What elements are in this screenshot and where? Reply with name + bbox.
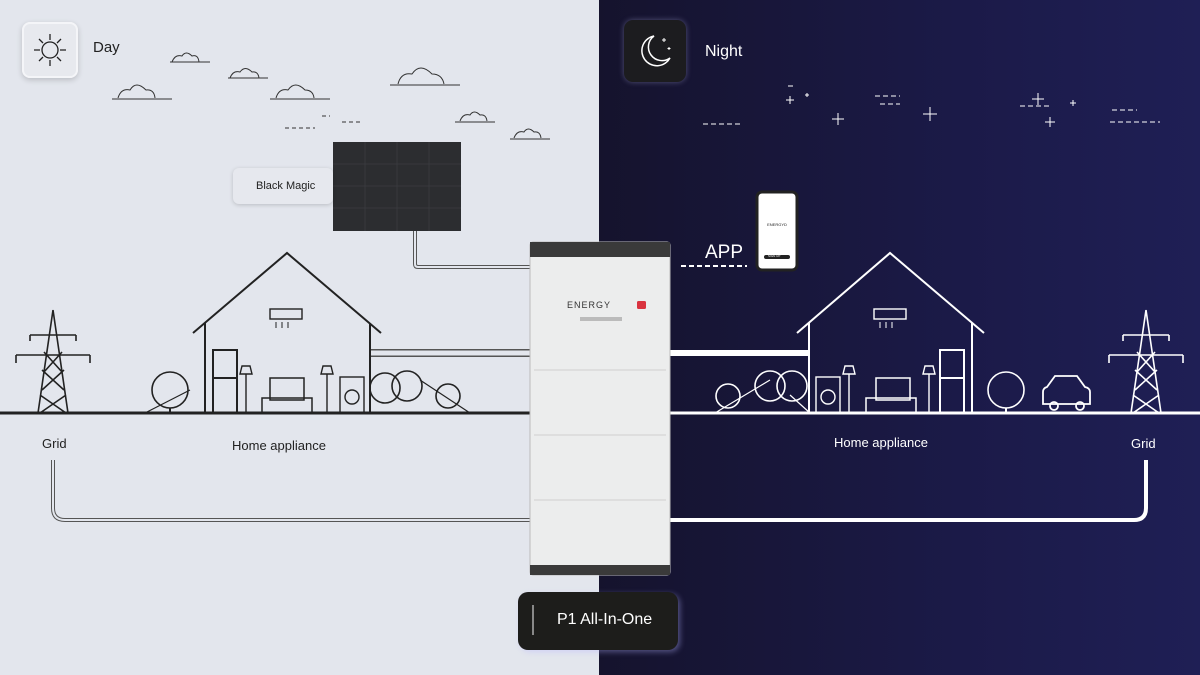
svg-text:ENERGYD: ENERGYD	[767, 222, 787, 227]
solar-panel-label: Black Magic	[233, 168, 333, 204]
wires	[51, 231, 1148, 522]
car-icon	[1042, 375, 1091, 411]
home-appliance-label-right: Home appliance	[834, 435, 928, 450]
night-mode-badge	[624, 20, 686, 82]
house-left	[144, 251, 471, 414]
night-label: Night	[705, 43, 743, 60]
battery-unit	[529, 241, 671, 576]
badge-divider	[532, 605, 534, 635]
stars	[703, 85, 1160, 127]
grid-label-right: Grid	[1131, 436, 1156, 451]
clouds	[112, 52, 550, 140]
house-right	[714, 251, 1025, 414]
solar-panel	[333, 142, 461, 231]
product-label: P1 All-In-One	[557, 611, 653, 628]
grid-tower-right	[1108, 309, 1184, 414]
home-appliance-label-left: Home appliance	[232, 438, 326, 453]
phone-signup-button: SIGN UP	[768, 254, 781, 258]
grid-tower-left	[15, 309, 91, 414]
battery-brand: ENERGY	[567, 300, 612, 310]
day-label: Day	[93, 39, 120, 56]
moon-icon	[641, 35, 671, 67]
product-label-badge: P1 All-In-One	[518, 592, 678, 650]
smartphone: ENERGYD	[755, 190, 799, 272]
day-background	[0, 0, 599, 675]
app-label: APP	[705, 242, 744, 263]
sun-icon	[34, 34, 66, 66]
day-mode-badge	[22, 22, 78, 78]
night-background	[599, 0, 1200, 675]
grid-label-left: Grid	[42, 436, 67, 451]
